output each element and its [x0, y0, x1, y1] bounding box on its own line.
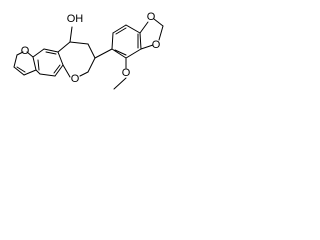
aryl-ring — [111, 24, 142, 59]
furan-oxygen-label: O — [21, 45, 30, 57]
methoxy-oxygen-label: O — [122, 67, 131, 79]
chroman-ring — [57, 41, 96, 78]
hydroxyl-bond — [69, 26, 73, 43]
dioxole-oxygen-top-label: O — [147, 11, 156, 23]
hydroxyl-label: OH — [67, 13, 84, 25]
methoxy-group — [113, 57, 127, 90]
atom-labels: O OH O O O O — [21, 11, 161, 85]
dioxole-ring — [139, 18, 164, 50]
dioxole-oxygen-bottom-label: O — [152, 39, 161, 51]
benzene-ring — [32, 48, 64, 77]
chemical-structure-diagram: O OH O O O O — [13, 11, 164, 90]
furan-ring — [13, 51, 37, 76]
pyran-oxygen-label: O — [71, 73, 80, 85]
aryl-link-bond — [94, 48, 113, 59]
